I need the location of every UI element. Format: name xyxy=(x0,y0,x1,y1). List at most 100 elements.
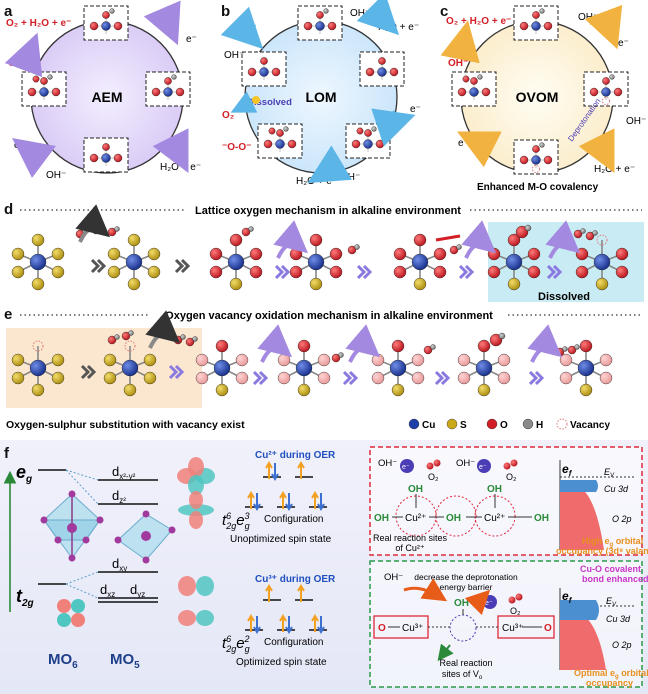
arrow xyxy=(307,145,353,184)
chevron xyxy=(434,370,445,386)
cu3d-band xyxy=(560,480,598,492)
cycle-title: OVOM xyxy=(516,89,559,105)
cus-cluster xyxy=(277,339,331,397)
reaction-label: OH⁻ xyxy=(224,50,244,61)
orbital-lobe xyxy=(196,576,214,596)
spin-up-icon xyxy=(311,614,319,632)
o-atom xyxy=(487,247,501,261)
o-atom xyxy=(271,67,281,77)
band-label: O 2p xyxy=(612,640,632,650)
oh-group: OH xyxy=(487,484,502,495)
step-chevron-icon xyxy=(168,364,185,380)
s-atom xyxy=(143,371,157,385)
s-atom xyxy=(127,233,141,247)
panel-d: d Lattice oxygen mechanism in alkaline e… xyxy=(4,201,644,303)
h-atom xyxy=(371,126,377,132)
spin-up-icon xyxy=(247,614,255,632)
s-atom xyxy=(595,277,609,291)
dissolve-star-icon xyxy=(252,96,260,104)
cu-atom xyxy=(101,21,111,31)
orbital-lobe xyxy=(188,475,204,495)
cu-atom xyxy=(315,21,325,31)
o-atom xyxy=(102,11,110,19)
legend-atom-icon xyxy=(522,418,534,430)
s-atom xyxy=(31,233,45,247)
reaction-label: e⁻ xyxy=(410,104,421,115)
cu-atom xyxy=(121,359,139,377)
reaction-label: H₂O + e⁻ xyxy=(594,164,635,175)
spin-state: Unoptimized spin state xyxy=(230,534,332,545)
reaction-label: ⁻O-O⁻ xyxy=(222,142,251,153)
spin-up-icon xyxy=(279,614,287,632)
cus-cluster xyxy=(457,332,511,397)
spin-down-icon xyxy=(253,616,261,634)
arrow xyxy=(356,0,400,36)
legend-atom-icon xyxy=(486,418,498,430)
o-atom: O xyxy=(378,623,386,634)
s-atom xyxy=(103,353,117,367)
spin-up-icon xyxy=(297,461,305,479)
s-atom xyxy=(31,383,45,397)
cu-atom xyxy=(469,87,479,97)
oh-group: OH xyxy=(374,513,389,524)
oh-molecule xyxy=(107,226,120,237)
cu-atom xyxy=(377,67,387,77)
o-atom xyxy=(579,339,593,353)
cu-atom xyxy=(39,87,49,97)
vacancy-icon xyxy=(556,418,568,430)
o-atom xyxy=(532,145,540,153)
h-atom xyxy=(323,8,329,14)
caption: of Cu²⁺ xyxy=(395,543,425,553)
o-atom xyxy=(317,353,331,367)
split-line xyxy=(65,571,99,585)
panel-a: a AEM O₂ + H₂O + e⁻ OH⁻ OH⁻ e⁻ e⁻ OH⁻ H₂… xyxy=(4,0,201,181)
o-atom xyxy=(375,139,385,149)
cus-cluster xyxy=(107,233,161,291)
ef-label: ef xyxy=(562,589,573,605)
split-line xyxy=(65,583,99,599)
chevron xyxy=(464,264,475,280)
cu-atom xyxy=(163,87,173,97)
reaction-label: O₂ xyxy=(428,472,439,482)
cu-atom xyxy=(307,253,325,271)
o-atom xyxy=(107,335,117,345)
o-atom xyxy=(389,67,399,77)
orbital-lobe xyxy=(178,504,214,516)
arrow xyxy=(457,131,502,168)
caption: Real reaction xyxy=(439,658,492,668)
s-atom xyxy=(11,265,25,279)
o-atom xyxy=(371,371,385,385)
reaction-label: O₂ xyxy=(510,606,521,616)
vacancy-icon xyxy=(596,234,608,246)
o-atom xyxy=(164,77,172,85)
cu-ion: Cu³⁺ xyxy=(402,623,423,634)
intermediate-box xyxy=(145,71,191,107)
intermediate-box xyxy=(583,71,629,107)
s-atom xyxy=(107,265,121,279)
s-atom xyxy=(309,277,323,291)
legend-label: O xyxy=(500,420,508,431)
mo5-label: MO5 xyxy=(110,651,140,671)
o-atom xyxy=(615,265,629,279)
o-atom xyxy=(303,21,313,31)
ev-label: EV xyxy=(604,467,615,479)
intermediate-box xyxy=(513,5,559,41)
h-atom xyxy=(574,344,580,350)
intermediate-box xyxy=(359,51,405,87)
h-atom xyxy=(524,224,532,232)
panel-label: b xyxy=(221,3,230,20)
h-atom xyxy=(609,74,615,80)
legend-label: Vacancy xyxy=(570,420,610,431)
o-atom xyxy=(433,265,447,279)
h-atom xyxy=(180,334,186,340)
arrow xyxy=(545,220,581,259)
reaction-label: OH⁻ xyxy=(384,572,403,583)
oh-molecule xyxy=(185,336,198,347)
o-atom xyxy=(365,67,375,77)
cu2-reaction-box: OH⁻ OH⁻ e⁻ e⁻ O₂ O₂ OH OH OH OH OH Cu²⁺ … xyxy=(369,446,648,556)
s-atom xyxy=(413,277,427,291)
step-chevron-icon xyxy=(342,370,359,386)
h-atom xyxy=(114,226,120,232)
s-atom xyxy=(11,371,25,385)
